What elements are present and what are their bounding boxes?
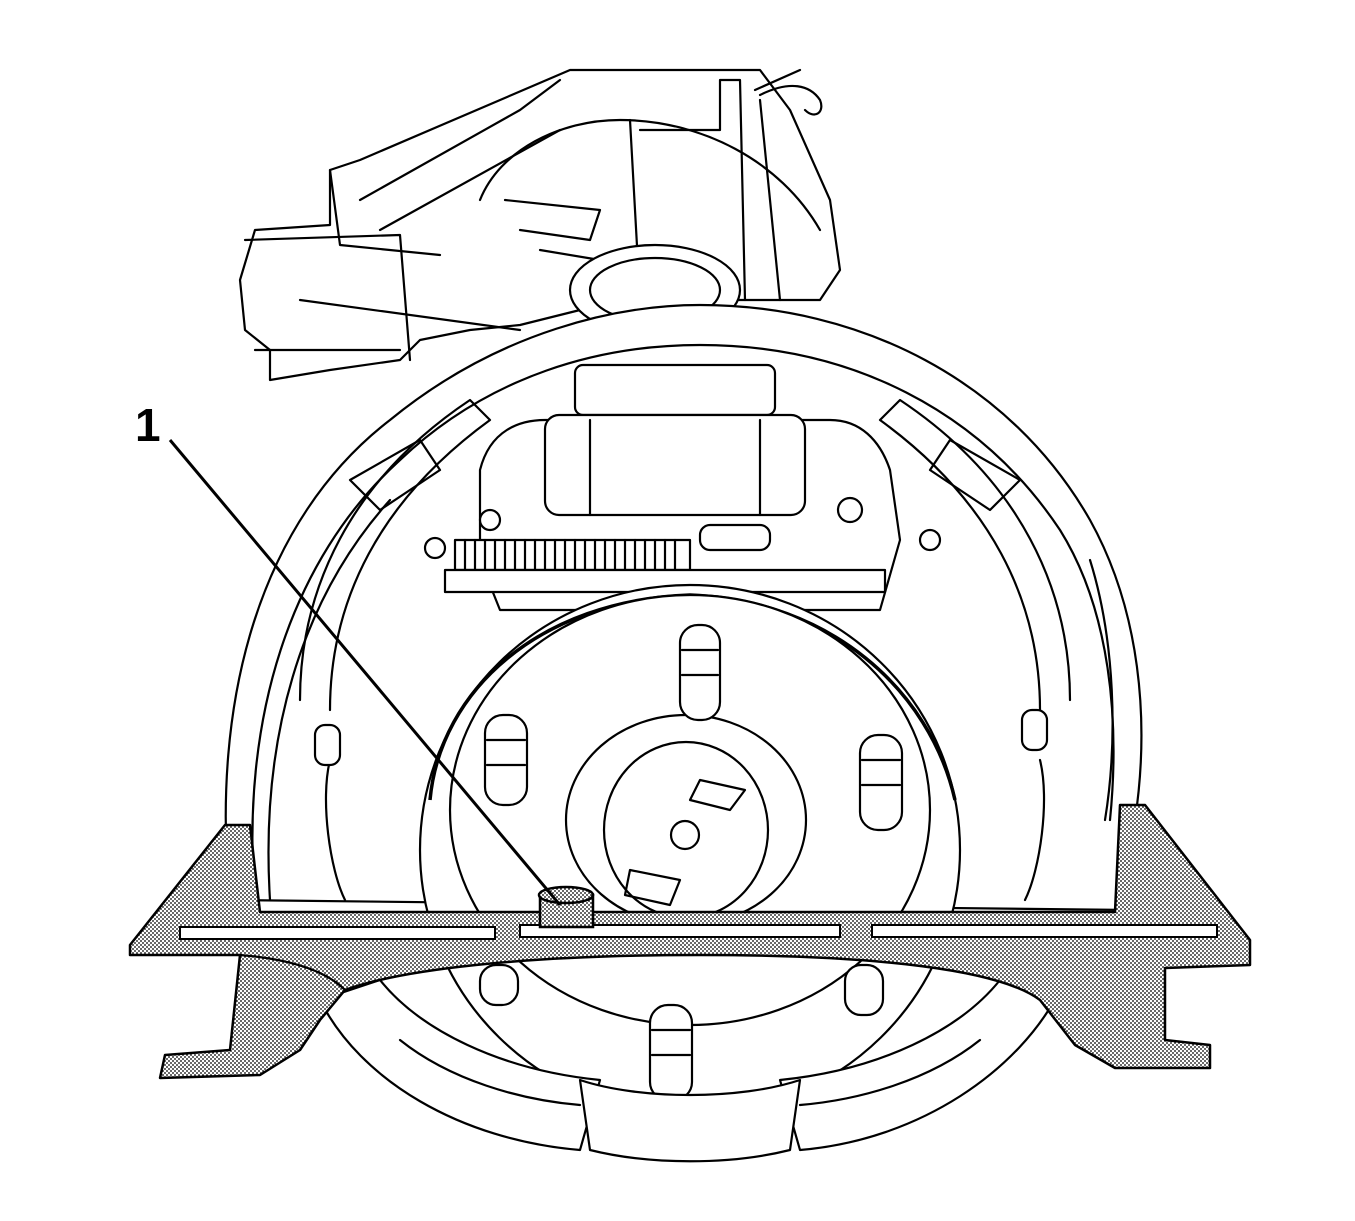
brake-gauge-tool (128, 803, 1252, 1080)
callout-leader-line (168, 439, 562, 906)
adjuster-spring (443, 523, 887, 594)
brake-shoes (298, 398, 1072, 902)
tool-slot (519, 924, 841, 938)
lower-shoe-segments (318, 978, 1062, 1163)
axle-housing (238, 68, 842, 382)
tool-slot (179, 926, 496, 940)
wheel-stud (678, 623, 722, 722)
wheel-stud (483, 713, 529, 807)
wheel-studs (478, 623, 904, 1102)
callout-label: 1 (135, 399, 161, 451)
wheel-stud (843, 963, 885, 1017)
tool-slot (871, 924, 1218, 938)
callout-1: 1 (135, 399, 562, 906)
tool-lock-knob (537, 885, 595, 929)
wheel-stud (648, 1003, 694, 1102)
wheel-stud (858, 733, 904, 832)
wheel-stud (478, 963, 520, 1007)
